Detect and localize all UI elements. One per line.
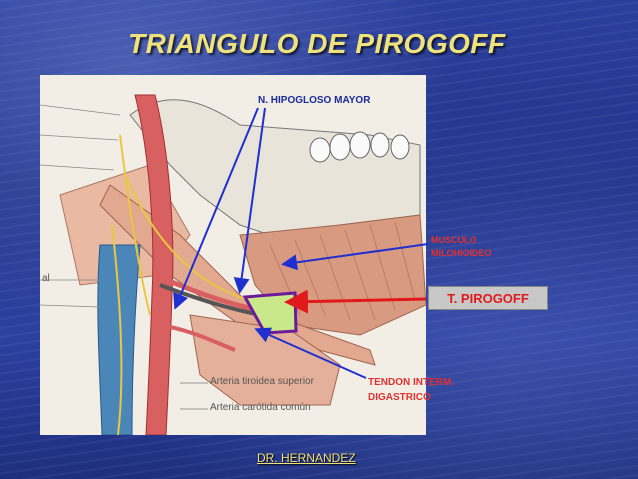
arrow-pirogoff — [284, 289, 427, 314]
slide-title: TRIANGULO DE PIROGOFF — [128, 28, 506, 59]
label-musculo-line2: MILOHIOIDEO — [431, 248, 492, 258]
label-tendon-line1: TENDON INTERM. — [368, 377, 455, 388]
label-hipogloso-mayor: N. HIPOGLOSO MAYOR — [258, 95, 371, 106]
pirogoff-triangle — [242, 291, 298, 335]
label-musculo-line1: MUSCULO — [431, 235, 477, 245]
arrow-tendon — [254, 327, 367, 379]
label-tendon-digastrico: TENDON INTERM. DIGASTRICO — [368, 375, 508, 405]
arrow-hipogloso-left — [173, 107, 259, 310]
label-pirogoff: T. PIROGOFF — [447, 290, 529, 306]
caption-arteria-tiroidea: Arteria tiroidea superior — [210, 376, 314, 387]
arrow-hipogloso-right — [233, 107, 266, 294]
teeth — [309, 131, 410, 163]
label-pirogoff-box: T. PIROGOFF — [428, 286, 548, 310]
label-musculo-milohioideo: MUSCULO MILOHIOIDEO — [431, 234, 531, 260]
label-tendon-line2: DIGASTRICO — [368, 392, 431, 403]
jugular-vein — [97, 244, 141, 435]
caption-arteria-carotida: Arteria carótida común — [210, 402, 311, 413]
arrow-musculo — [281, 243, 429, 271]
edge-label: al — [42, 273, 50, 284]
footer-author: DR. HERNANDEZ — [257, 451, 356, 465]
